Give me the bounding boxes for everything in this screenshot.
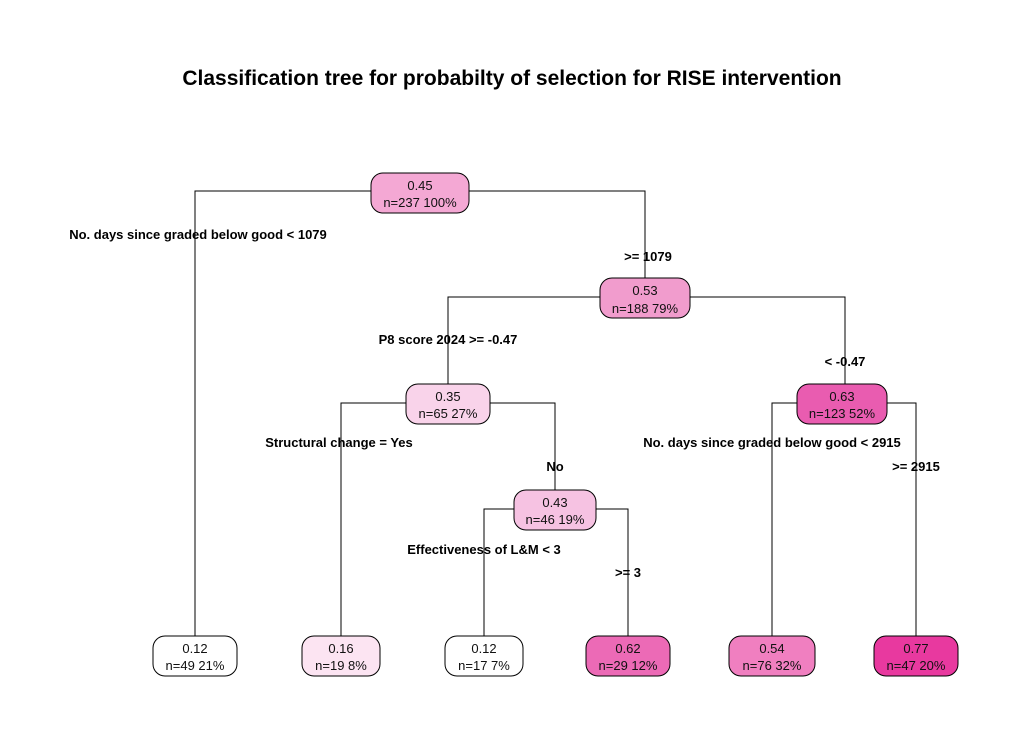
leaf-5-value: 0.54 (759, 641, 784, 656)
node-n2-count: n=65 27% (419, 406, 478, 421)
edge-n4-left (483, 508, 514, 636)
node-n3-count: n=123 52% (809, 406, 876, 421)
leaf-3-box (444, 635, 524, 677)
split-label-n3-left: No. days since graded below good < 2915 (643, 435, 901, 450)
edge-n4-right (596, 508, 629, 636)
leaf-5-count: n=76 32% (743, 658, 802, 673)
node-n1-value: 0.53 (632, 283, 657, 298)
edge-root-left (194, 190, 371, 636)
edge-n2-right (490, 402, 556, 490)
node-n2-value: 0.35 (435, 389, 460, 404)
leaf-3-value: 0.12 (471, 641, 496, 656)
edge-n3-right (887, 402, 917, 636)
node-n3-box (796, 383, 888, 425)
leaf-2-count: n=19 8% (315, 658, 367, 673)
split-label-n2-right: No (546, 459, 563, 474)
leaf-node-3: 0.12 n=17 7% (444, 635, 524, 677)
node-n1-box (599, 277, 691, 319)
node-n2-box (405, 383, 491, 425)
leaf-4-box (585, 635, 671, 677)
edge-n3-left (771, 402, 797, 636)
node-root: 0.45 n=237 100% (370, 172, 470, 214)
leaf-1-count: n=49 21% (166, 658, 225, 673)
split-label-n2-left: Structural change = Yes (265, 435, 413, 450)
tree-edges (194, 190, 917, 636)
leaf-6-value: 0.77 (903, 641, 928, 656)
node-n4-box (513, 489, 597, 531)
split-label-root-right: >= 1079 (624, 249, 672, 264)
split-label-n1-left: P8 score 2024 >= -0.47 (379, 332, 518, 347)
split-labels: No. days since graded below good < 1079 … (69, 227, 940, 580)
leaf-1-box (152, 635, 238, 677)
split-label-root-left: No. days since graded below good < 1079 (69, 227, 327, 242)
node-n3-value: 0.63 (829, 389, 854, 404)
edge-n1-right (690, 296, 846, 384)
leaf-5-box (728, 635, 816, 677)
leaf-node-2: 0.16 n=19 8% (301, 635, 381, 677)
leaf-node-6: 0.77 n=47 20% (873, 635, 959, 677)
split-label-n3-right: >= 2915 (892, 459, 940, 474)
leaf-node-5: 0.54 n=76 32% (728, 635, 816, 677)
leaf-3-count: n=17 7% (458, 658, 510, 673)
edge-n1-left (447, 296, 600, 384)
node-n4: 0.43 n=46 19% (513, 489, 597, 531)
leaf-4-count: n=29 12% (599, 658, 658, 673)
node-root-count: n=237 100% (383, 195, 457, 210)
split-label-n4-left: Effectiveness of L&M < 3 (407, 542, 561, 557)
node-n3: 0.63 n=123 52% (796, 383, 888, 425)
split-label-n4-right: >= 3 (615, 565, 641, 580)
leaf-6-count: n=47 20% (887, 658, 946, 673)
leaf-2-value: 0.16 (328, 641, 353, 656)
node-n1-count: n=188 79% (612, 301, 679, 316)
diagram-title: Classification tree for probabilty of se… (182, 67, 841, 90)
leaf-node-1: 0.12 n=49 21% (152, 635, 238, 677)
node-n2: 0.35 n=65 27% (405, 383, 491, 425)
node-n1: 0.53 n=188 79% (599, 277, 691, 319)
leaf-1-value: 0.12 (182, 641, 207, 656)
leaf-2-box (301, 635, 381, 677)
leaf-6-box (873, 635, 959, 677)
edge-root-right (469, 190, 646, 278)
node-n4-count: n=46 19% (526, 512, 585, 527)
node-root-value: 0.45 (407, 178, 432, 193)
edge-n2-left (340, 402, 406, 636)
node-root-box (370, 172, 470, 214)
leaf-4-value: 0.62 (615, 641, 640, 656)
split-label-n1-right: < -0.47 (825, 354, 866, 369)
leaf-node-4: 0.62 n=29 12% (585, 635, 671, 677)
node-n4-value: 0.43 (542, 495, 567, 510)
